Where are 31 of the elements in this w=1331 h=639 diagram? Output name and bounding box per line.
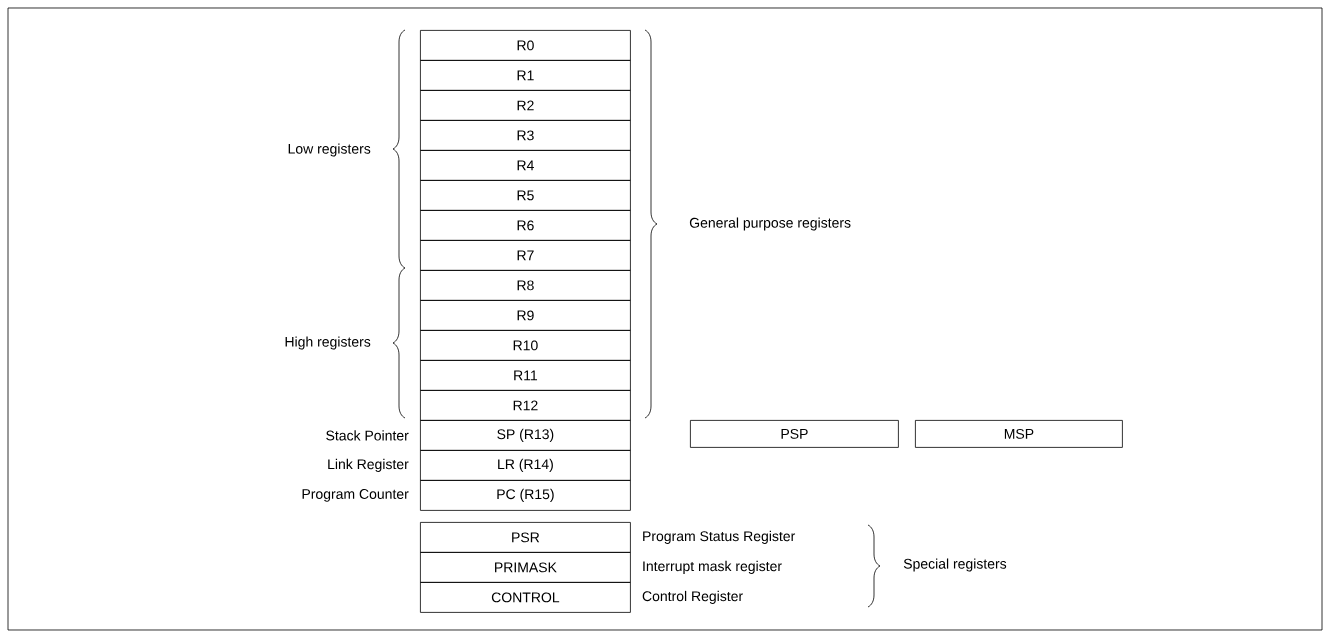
group-label: High registers xyxy=(285,336,371,350)
register-cell: PSP xyxy=(690,420,899,448)
register-cell: R8 xyxy=(420,270,631,301)
register-cell: R7 xyxy=(420,240,631,271)
register-cell: R12 xyxy=(420,390,631,421)
register-name: Control Register xyxy=(642,590,743,604)
register-cell: PRIMASK xyxy=(420,552,631,583)
register-cell: R6 xyxy=(420,210,631,241)
group-label: Special registers xyxy=(903,558,1007,572)
register-name: Program Status Register xyxy=(643,530,796,544)
register-name: Link Register xyxy=(328,458,409,472)
register-cell: R11 xyxy=(420,360,631,391)
register-cell: LR (R14) xyxy=(420,450,631,481)
group-label: Low registers xyxy=(288,143,371,157)
register-cell: R10 xyxy=(420,330,631,361)
register-cell: MSP xyxy=(915,420,1123,448)
register-cell: R2 xyxy=(420,90,631,121)
register-cell: PC (R15) xyxy=(420,480,631,511)
group-label: General purpose registers xyxy=(689,217,851,231)
register-cell: R0 xyxy=(420,30,631,61)
register-cell: R3 xyxy=(420,120,631,151)
register-cell: R4 xyxy=(420,150,631,181)
register-name: Program Counter xyxy=(302,489,409,502)
register-name: Interrupt mask register xyxy=(643,560,782,574)
register-cell: PSR xyxy=(420,522,631,553)
register-cell: SP (R13) xyxy=(420,420,631,451)
register-cell: R5 xyxy=(420,180,631,211)
register-name: Stack Pointer xyxy=(326,430,409,441)
register-cell: R1 xyxy=(420,60,631,91)
register-cell: R9 xyxy=(420,300,631,331)
register-cell: CONTROL xyxy=(420,582,631,613)
